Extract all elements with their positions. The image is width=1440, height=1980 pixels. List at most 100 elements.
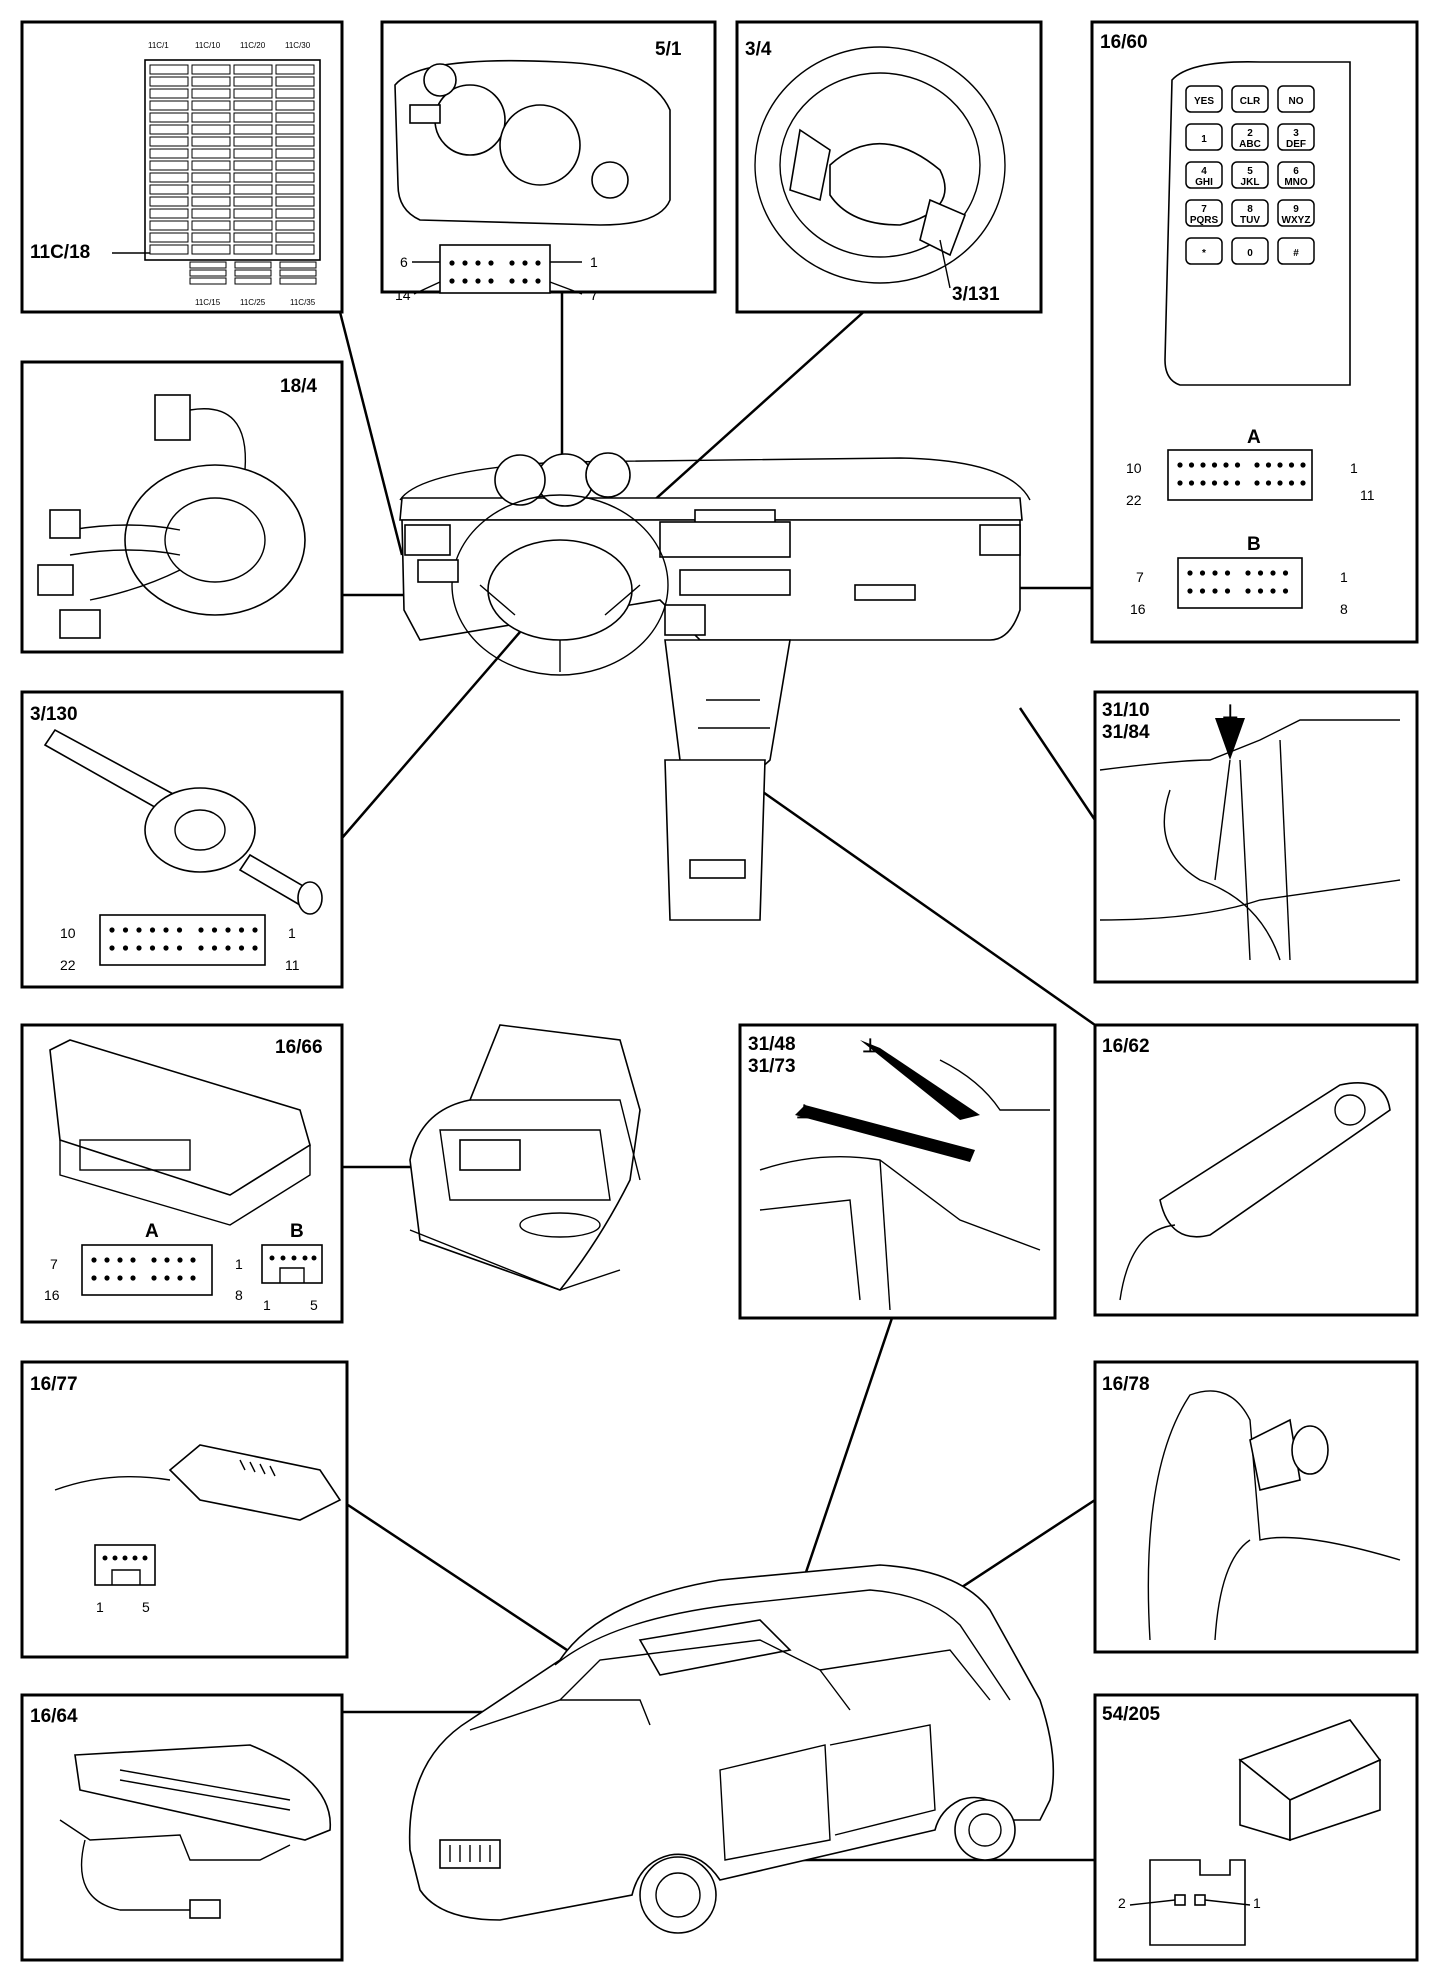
connector-pin	[1288, 480, 1295, 486]
svg-text:3: 3	[1293, 128, 1299, 139]
connector-22-pin	[99, 914, 266, 966]
fuse	[191, 208, 231, 219]
fuse	[233, 184, 273, 195]
connector-pin	[1211, 462, 1218, 468]
svg-text:2: 2	[1247, 128, 1253, 139]
pin-number: 1	[1253, 1895, 1261, 1911]
fuse	[189, 277, 227, 285]
connector-pin	[509, 278, 515, 284]
component-label: 31/10	[1102, 700, 1150, 721]
keypad-key: NO	[1277, 85, 1315, 113]
component-label: 16/66	[275, 1037, 323, 1058]
connector-pin	[225, 927, 231, 933]
svg-text:MNO: MNO	[1284, 177, 1308, 188]
leader-fusebox	[338, 311, 404, 556]
pin-number: 11	[1360, 487, 1375, 503]
pin-number: 16	[44, 1287, 60, 1303]
fuse	[149, 172, 189, 183]
connector-pin	[1300, 480, 1306, 486]
fuse-bottom-label: 11C/15	[195, 298, 221, 307]
connector-pin	[163, 927, 169, 933]
fuse	[275, 112, 315, 123]
connector-pin	[117, 1275, 123, 1281]
fuse	[191, 232, 231, 243]
fuse	[275, 172, 315, 183]
fuse	[233, 148, 273, 159]
fuse-top-label: 11C/1	[148, 41, 169, 50]
svg-text:WXYZ: WXYZ	[1282, 215, 1311, 226]
connector-pin	[149, 945, 156, 951]
fuse	[275, 208, 315, 219]
connector-pin	[136, 945, 142, 951]
svg-text:TUV: TUV	[1240, 215, 1260, 226]
component-label: 16/62	[1102, 1036, 1150, 1057]
leader-steering-switch	[341, 631, 521, 839]
connector-pin	[1188, 462, 1195, 468]
connector-pin	[117, 1257, 123, 1263]
connector-pin	[1277, 480, 1283, 486]
fuse	[189, 261, 227, 269]
pin-number: 2	[1118, 1895, 1126, 1911]
connector-pin	[238, 945, 245, 951]
fuse	[275, 64, 315, 75]
pin-number: 8	[1340, 601, 1348, 617]
pin-number: 7	[590, 287, 598, 303]
connector-pin	[509, 260, 515, 266]
connector-pin	[1199, 588, 1206, 594]
connector-pin	[104, 1257, 110, 1263]
connector-pin	[176, 945, 183, 951]
pin-number: 22	[1126, 492, 1142, 508]
pin-number: 10	[1126, 460, 1142, 476]
fuse	[279, 277, 317, 285]
connector-pin	[475, 260, 481, 266]
connector-pin	[1212, 570, 1218, 576]
connector-pin	[1187, 588, 1193, 594]
fuse	[275, 136, 315, 147]
component-label: 54/205	[1102, 1704, 1161, 1725]
fuse	[191, 100, 231, 111]
fuse	[275, 76, 315, 87]
panel-trunk-module: 16/66 A 7 1 16 8 B 1 5	[20, 1023, 344, 1324]
fuse	[233, 136, 273, 147]
leader-ground-a	[1018, 707, 1097, 821]
leader-handset	[759, 788, 1096, 1027]
connector-pin	[198, 945, 204, 951]
fuse	[233, 100, 273, 111]
connector-b-5-pin	[261, 1244, 323, 1284]
fuse	[191, 244, 231, 255]
keypad-key: 0	[1231, 237, 1269, 265]
connector-pin	[1234, 480, 1241, 486]
component-sub-label: 3/131	[952, 284, 1000, 305]
connector-pin	[211, 927, 218, 933]
fuse	[233, 124, 273, 135]
svg-text:7: 7	[1201, 204, 1207, 215]
fuse	[275, 244, 315, 255]
pin-number: 16	[1130, 601, 1146, 617]
svg-text:#: #	[1293, 248, 1299, 259]
svg-text:PQRS: PQRS	[1190, 215, 1219, 226]
fuse	[149, 196, 189, 207]
connector-14-pin	[439, 244, 551, 294]
connector-pin	[151, 1275, 157, 1281]
svg-text:YES: YES	[1194, 96, 1214, 107]
fuse	[275, 100, 315, 111]
connector-pin	[164, 1257, 170, 1263]
panel-fusebox: 11C/1 11C/10 11C/20 11C/30 11C/15 11C/25…	[20, 20, 344, 314]
connector-pin	[1257, 570, 1264, 576]
panel-cluster: 5/1 6 1 14 7	[380, 20, 717, 303]
connector-pin	[1288, 462, 1295, 468]
fuse	[275, 160, 315, 171]
fuse	[149, 88, 189, 99]
connector-pin	[1282, 588, 1289, 594]
connector-pin	[522, 278, 528, 284]
fuse-grid	[149, 64, 317, 285]
connector-pin	[225, 945, 231, 951]
fuse	[234, 261, 272, 269]
fuse	[233, 244, 273, 255]
